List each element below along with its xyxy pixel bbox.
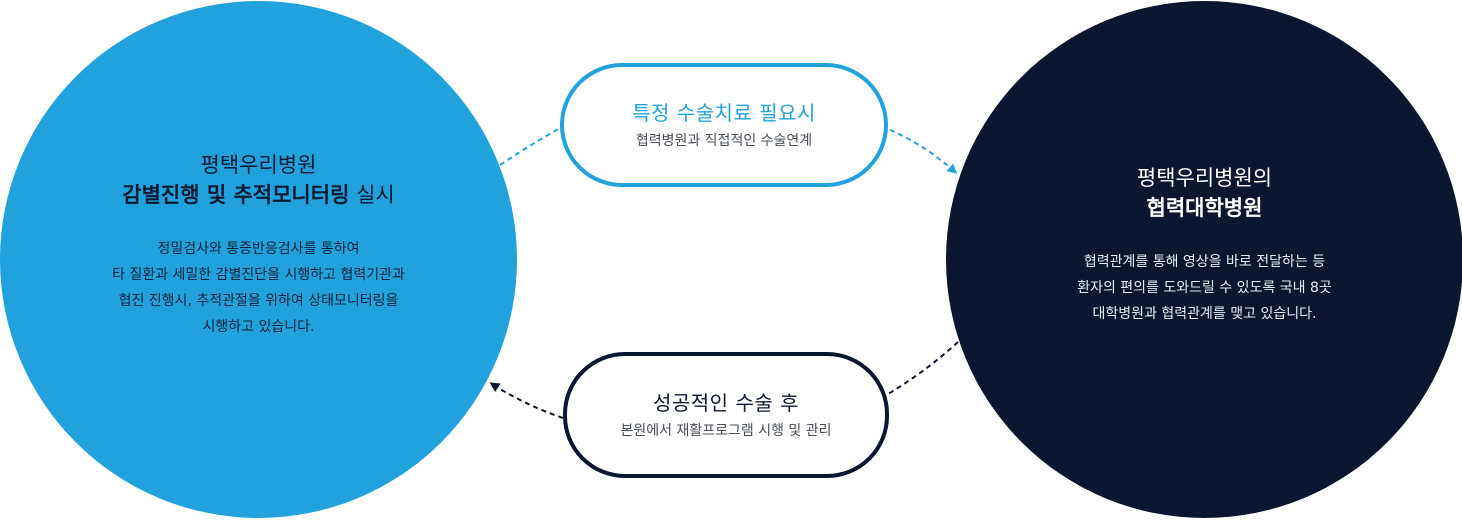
right-circle-title-line2: 협력대학병원 [1147,193,1263,223]
left-desc-line: 시행하고 있습니다. [202,318,315,335]
left-desc-line: 타 질환과 세밀한 감별진단을 시행하고 협력기관과 [112,266,405,283]
left-circle-title-line2: 감별진행 및 추적모니터링 실시 [122,180,394,210]
left-desc-line: 정밀검사와 통증반응검사를 통하여 [157,240,360,257]
left-desc-line: 협진 진행시, 추적관절을 위하여 상태모니터링을 [118,292,399,309]
bottom-pill-subtitle: 본원에서 재활프로그램 시행 및 관리 [620,423,832,439]
arrow-bottom-pill-to-left-circle [489,382,564,419]
arrow-top-pill-to-right-circle [889,129,958,175]
left-circle-title-bold: 감별진행 및 추적모니터링 [122,182,350,207]
right-circle-title-bold: 협력대학병원 [1146,195,1263,220]
top-pill-surgery-needed: 특정 수술치료 필요시 협력병원과 직접적인 수술연계 [560,63,888,187]
top-pill-title: 특정 수술치료 필요시 [632,101,816,125]
top-pill-subtitle: 협력병원과 직접적인 수술연계 [635,133,813,149]
right-circle-partner-hospitals: 평택우리병원의 협력대학병원 협력관계를 통해 영상을 바로 전달하는 등 환자… [946,1,1462,518]
right-circle-description: 협력관계를 통해 영상을 바로 전달하는 등 환자의 편의를 도와드릴 수 있도… [1077,249,1332,327]
connector-left-to-top-pill [499,127,561,166]
left-circle-description: 정밀검사와 통증반응검사를 통하여 타 질환과 세밀한 감별진단을 시행하고 협… [112,236,405,340]
connector-right-to-bottom-pill [887,341,959,395]
bottom-pill-after-surgery: 성공적인 수술 후 본원에서 재활프로그램 시행 및 관리 [563,352,889,478]
bottom-pill-title: 성공적인 수술 후 [652,391,799,415]
right-desc-line: 협력관계를 통해 영상을 바로 전달하는 등 [1083,253,1326,270]
right-desc-line: 대학병원과 협력관계를 맺고 있습니다. [1092,305,1317,322]
left-circle-title-line1: 평택우리병원 [200,152,317,177]
left-circle-hospital-monitoring: 평택우리병원 감별진행 및 추적모니터링 실시 정밀검사와 통증반응검사를 통하… [0,1,517,518]
right-desc-line: 환자의 편의를 도와드릴 수 있도록 국내 8곳 [1077,279,1332,296]
left-circle-title-rest: 실시 [349,182,395,207]
right-circle-title-line1: 평택우리병원의 [1136,165,1273,190]
